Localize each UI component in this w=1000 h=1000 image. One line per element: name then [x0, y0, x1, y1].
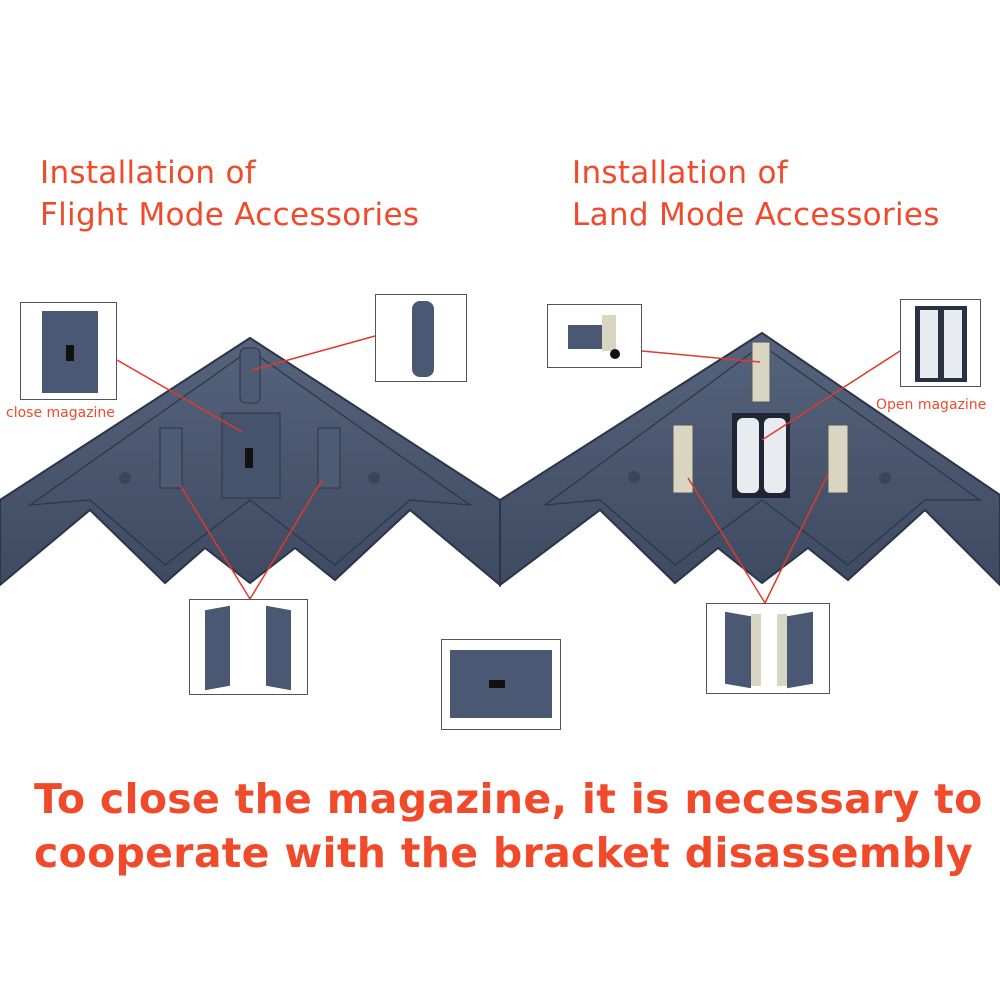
- nose-gear-inset: [547, 304, 642, 368]
- bracket-covers-inset: [189, 599, 308, 695]
- open-magazine-label: Open magazine: [876, 397, 987, 413]
- nose-cover-inset: [375, 294, 467, 382]
- right-title-line1: Installation of: [572, 155, 788, 191]
- land-mode-aircraft: [499, 331, 1000, 587]
- left-title-line1: Installation of: [40, 155, 256, 191]
- magazine-door-inset: [441, 639, 561, 730]
- leader-lines: [116, 335, 901, 604]
- instruction-line1: To close the magazine, it is necessary t…: [34, 775, 983, 823]
- left-title: Installation of Flight Mode Accessories: [40, 152, 419, 236]
- close-magazine-label: close magazine: [6, 405, 115, 421]
- closed-magazine-inset: [20, 302, 117, 400]
- right-title-line2: Land Mode Accessories: [572, 197, 940, 233]
- right-title: Installation of Land Mode Accessories: [572, 152, 940, 236]
- open-magazine-inset: [900, 299, 981, 387]
- instruction-text: To close the magazine, it is necessary t…: [34, 772, 983, 880]
- main-gear-inset: [706, 603, 830, 694]
- left-title-line2: Flight Mode Accessories: [40, 197, 420, 233]
- instruction-line2: cooperate with the bracket disassembly: [34, 829, 973, 877]
